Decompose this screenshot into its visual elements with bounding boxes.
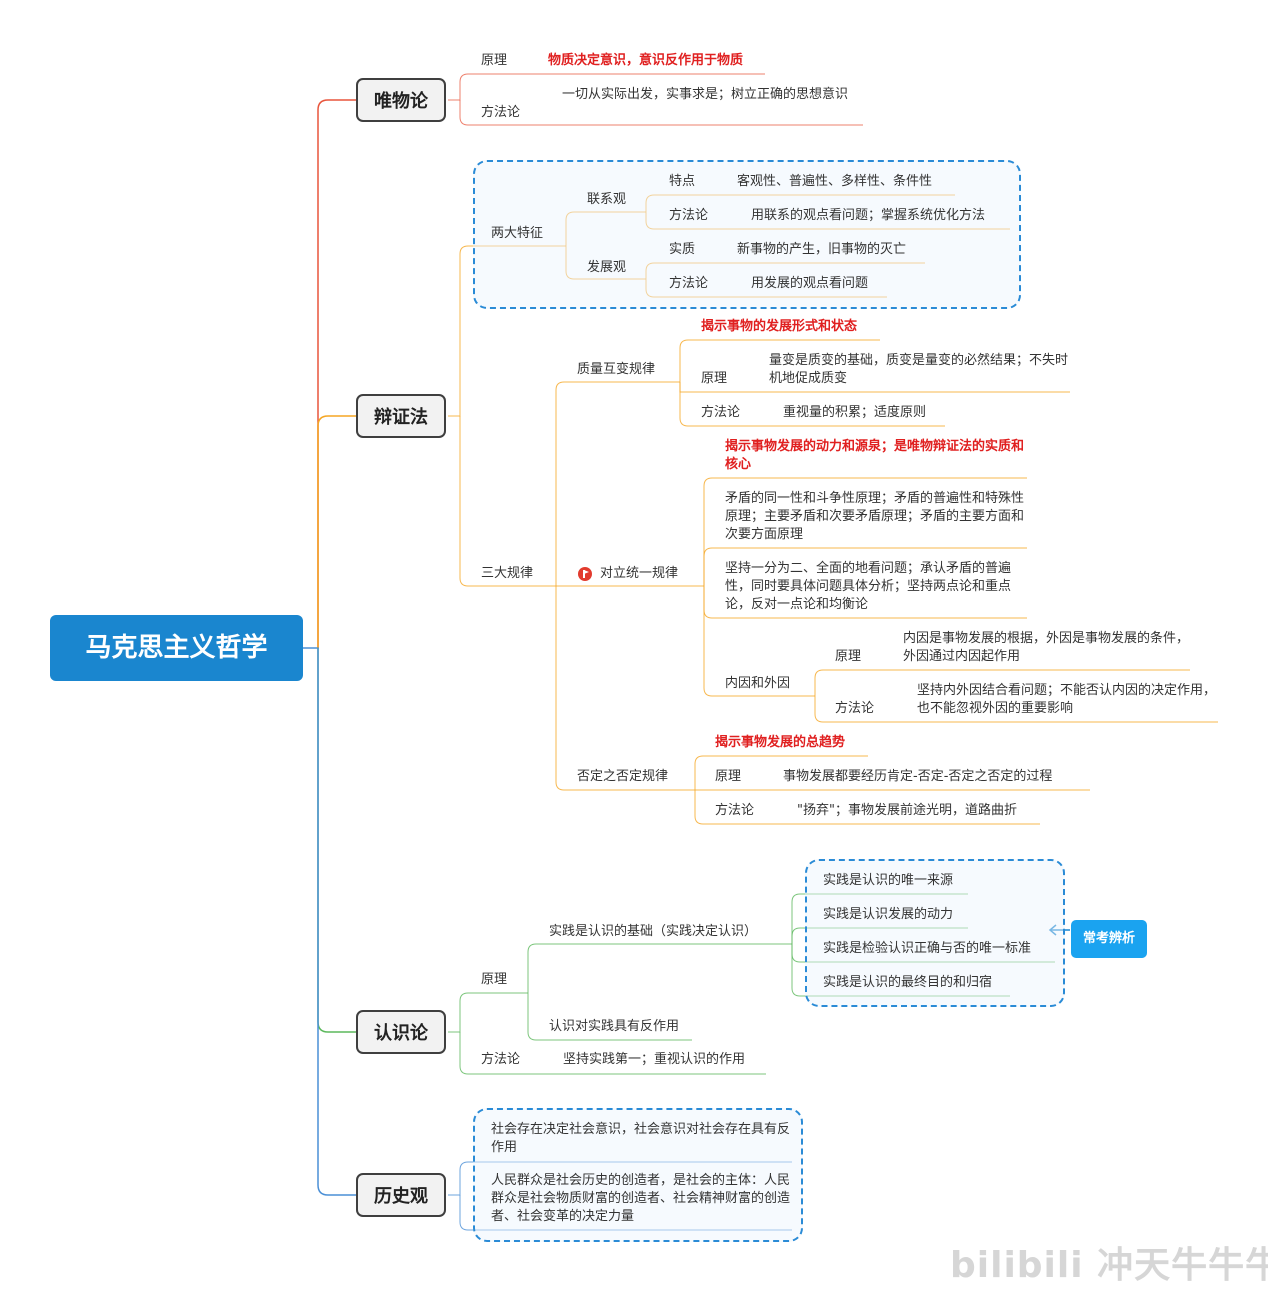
- development-essence-text[interactable]: 新事物的产生，旧事物的灭亡: [737, 242, 907, 257]
- connection-method-text[interactable]: 用联系的观点看问题；掌握系统优化方法: [751, 208, 986, 223]
- quality-method-label[interactable]: 方法论: [701, 405, 741, 420]
- negation-law-label[interactable]: 否定之否定规律: [577, 769, 669, 784]
- cognition-reaction-text[interactable]: 认识对实践具有反作用: [549, 1019, 680, 1034]
- inner-outer-method-text[interactable]: 坚持内外因结合看问题；不能否认内因的决定作用，也不能忽视外因的重要影响: [917, 683, 1217, 716]
- three-laws-label[interactable]: 三大规律: [481, 566, 534, 581]
- topic-epistemology[interactable]: 认识论: [356, 1010, 446, 1054]
- inner-outer-principle-label[interactable]: 原理: [835, 649, 862, 664]
- inner-outer-label[interactable]: 内因和外因: [725, 676, 791, 691]
- practice-summary-box: [805, 859, 1065, 1007]
- two-features-label[interactable]: 两大特征: [491, 226, 544, 241]
- root-topic[interactable]: 马克思主义哲学: [50, 615, 303, 681]
- topic-materialism[interactable]: 唯物论: [356, 78, 446, 122]
- negation-method-text[interactable]: "扬弃"；事物发展前途光明，道路曲折: [797, 803, 1017, 818]
- topic-dialectics[interactable]: 辩证法: [356, 394, 446, 438]
- practice-item-source[interactable]: 实践是认识的唯一来源: [823, 873, 954, 888]
- two-features-summary-box: [473, 160, 1021, 309]
- quality-law-label[interactable]: 质量互变规律: [577, 362, 656, 377]
- connection-method-label[interactable]: 方法论: [669, 208, 709, 223]
- epistemology-method-label[interactable]: 方法论: [481, 1052, 521, 1067]
- development-view-label[interactable]: 发展观: [587, 260, 627, 275]
- development-essence-label[interactable]: 实质: [669, 242, 696, 257]
- epistemology-method-text[interactable]: 坚持实践第一；重视认识的作用: [563, 1052, 746, 1067]
- bilibili-watermark: bilibili 冲天牛牛牛: [950, 1245, 1268, 1286]
- connection-view-label[interactable]: 联系观: [587, 192, 627, 207]
- inner-outer-method-label[interactable]: 方法论: [835, 701, 875, 716]
- frequently-tested-tag[interactable]: 常考辨析: [1071, 920, 1147, 958]
- history-item-people-masses[interactable]: 人民群众是社会历史的创造者，是社会的主体：人民群众是社会物质财富的创造者、社会精…: [491, 1173, 791, 1224]
- negation-principle-text[interactable]: 事物发展都要经历肯定-否定-否定之否定的过程: [783, 769, 1053, 784]
- quality-method-text[interactable]: 重视量的积累；适度原则: [783, 405, 927, 420]
- flag-icon: [578, 567, 592, 581]
- negation-method-label[interactable]: 方法论: [715, 803, 755, 818]
- practice-item-standard[interactable]: 实践是检验认识正确与否的唯一标准: [823, 941, 1032, 956]
- materialism-principle-text[interactable]: 物质决定意识，意识反作用于物质: [548, 53, 744, 68]
- development-method-label[interactable]: 方法论: [669, 276, 709, 291]
- practice-item-motive[interactable]: 实践是认识发展的动力: [823, 907, 954, 922]
- connection-trait-text[interactable]: 客观性、普遍性、多样性、条件性: [737, 174, 933, 189]
- inner-outer-principle-text[interactable]: 内因是事物发展的根据，外因是事物发展的条件，外因通过内因起作用: [903, 631, 1190, 664]
- practice-basis-text[interactable]: 实践是认识的基础（实践决定认识）: [549, 924, 758, 939]
- connection-trait-label[interactable]: 特点: [669, 174, 696, 189]
- unity-item-contradiction-principles[interactable]: 矛盾的同一性和斗争性原理；矛盾的普遍性和特殊性原理；主要矛盾和次要矛盾原理；矛盾…: [725, 491, 1025, 542]
- unity-item-method[interactable]: 坚持一分为二、全面的地看问题；承认矛盾的普遍性，同时要具体问题具体分析；坚持两点…: [725, 561, 1012, 612]
- topic-history[interactable]: 历史观: [356, 1173, 446, 1217]
- quality-law-note[interactable]: 揭示事物的发展形式和状态: [701, 319, 858, 334]
- epistemology-principle-label[interactable]: 原理: [481, 972, 508, 987]
- negation-law-note[interactable]: 揭示事物发展的总趋势: [715, 735, 846, 750]
- unity-law-note[interactable]: 揭示事物发展的动力和源泉；是唯物辩证法的实质和核心: [725, 439, 1025, 472]
- materialism-method-text[interactable]: 一切从实际出发，实事求是；树立正确的思想意识: [562, 87, 849, 102]
- materialism-principle-label[interactable]: 原理: [481, 53, 508, 68]
- materialism-method-label[interactable]: 方法论: [481, 105, 521, 120]
- quality-principle-label[interactable]: 原理: [701, 371, 728, 386]
- negation-principle-label[interactable]: 原理: [715, 769, 742, 784]
- history-summary-box: [473, 1108, 803, 1242]
- development-method-text[interactable]: 用发展的观点看问题: [751, 276, 869, 291]
- practice-item-purpose[interactable]: 实践是认识的最终目的和归宿: [823, 975, 993, 990]
- quality-principle-text[interactable]: 量变是质变的基础，质变是量变的必然结果；不失时机地促成质变: [769, 353, 1069, 386]
- unity-law-label[interactable]: 对立统一规律: [600, 566, 679, 581]
- history-item-social-existence[interactable]: 社会存在决定社会意识，社会意识对社会存在具有反作用: [491, 1122, 791, 1155]
